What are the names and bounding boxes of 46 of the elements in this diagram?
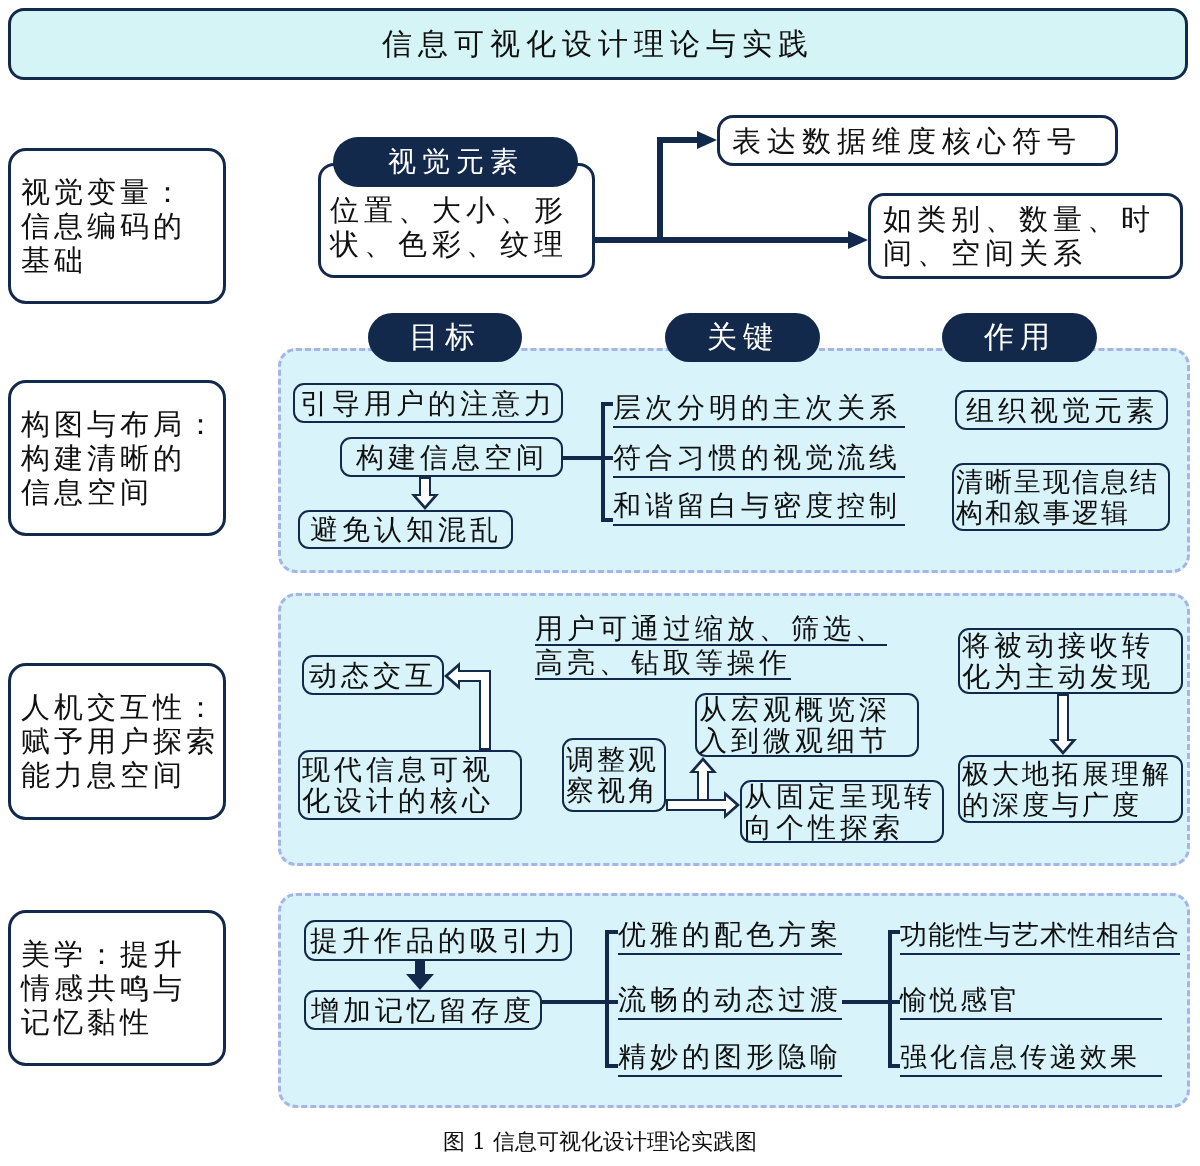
text-card: 清晰呈现信息结构和叙事逻辑: [952, 463, 1170, 531]
caption-text: 图 1 信息可视化设计理论实践图: [443, 1128, 757, 1156]
hollow-arrow: [411, 477, 439, 510]
column-header: 目标: [368, 313, 522, 362]
category-card: 美学：提升情感共鸣与记忆黏性: [8, 910, 226, 1066]
category-card: 构图与布局：构建清晰的信息空间: [8, 380, 226, 536]
underlined-text: 流畅的动态过渡: [618, 983, 842, 1020]
body-text: 位置、大小、形状、色彩、纹理: [330, 193, 569, 261]
text-card: 动态交互: [302, 655, 444, 695]
underlined-text: 优雅的配色方案: [618, 918, 842, 955]
underlined-text: 精妙的图形隐喻: [618, 1040, 842, 1077]
text-card: 从宏观概览深入到微观细节: [695, 693, 919, 757]
underlined-note: 用户可通过缩放、筛选、高亮、钻取等操作: [535, 612, 888, 680]
category-card: 人机交互性：赋予用户探索能力息空间: [8, 663, 226, 820]
note-card: 如类别、数量、时间、空间关系: [868, 193, 1183, 279]
heading-tab: 视觉元素: [333, 137, 578, 187]
hollow-arrow: [1049, 694, 1077, 755]
underlined-text: 强化信息传递效果: [900, 1040, 1162, 1077]
note-card: 表达数据维度核心符号: [717, 115, 1118, 166]
hollow-arrow: [444, 662, 491, 750]
column-header: 作用: [942, 313, 1097, 362]
text-card: 组织视觉元素: [955, 390, 1168, 430]
dashed-panel: [278, 893, 1190, 1108]
text-card: 极大地拓展理解的深度与广度: [958, 755, 1183, 823]
underlined-text: 愉悦感官: [900, 983, 1162, 1020]
text-card: 调整观察视角: [562, 738, 666, 812]
text-card: 从固定呈现转向个性探索: [740, 780, 944, 843]
underlined-text: 符合习惯的视觉流线: [613, 441, 905, 478]
connector-line: [842, 1000, 900, 1068]
category-card: 视觉变量：信息编码的基础: [8, 148, 226, 304]
underlined-text: 和谐留白与密度控制: [613, 489, 905, 526]
text-card: 将被动接收转化为主动发现: [958, 628, 1183, 694]
column-header: 关键: [665, 313, 820, 362]
dashed-panel: [278, 593, 1190, 866]
text-card: 现代信息可视化设计的核心: [298, 750, 522, 820]
underlined-text: 功能性与艺术性相结合: [900, 918, 1180, 955]
text-card: 避免认知混乱: [298, 510, 513, 549]
text-card: 引导用户的注意力: [293, 383, 563, 423]
text-card: 增加记忆留存度: [304, 990, 542, 1030]
text-card: 构建信息空间: [340, 437, 563, 477]
block-arrow: [406, 961, 434, 990]
text-card: 提升作品的吸引力: [304, 920, 572, 961]
underlined-text: 层次分明的主次关系: [613, 391, 905, 428]
title-banner: 信息可视化设计理论与实践: [8, 8, 1188, 80]
connector-line: [563, 456, 613, 522]
element-card: [318, 137, 595, 278]
